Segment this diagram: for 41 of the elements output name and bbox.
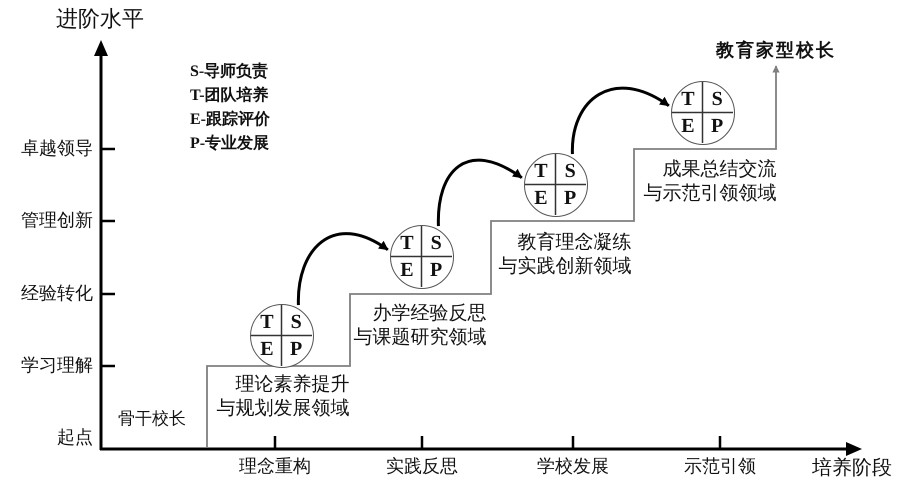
quadrant-letter: P: [711, 116, 724, 136]
quadrant-letter: E: [534, 188, 548, 208]
stage-text: 教育理念凝练与实践创新领域: [498, 231, 632, 279]
tick-label: 起点: [57, 427, 93, 449]
legend-text: E-跟踪评价: [190, 110, 270, 130]
legend-text: T-团队培养: [190, 86, 269, 106]
axis-title: 培养阶段: [812, 456, 892, 480]
quadrant-letter: T: [260, 312, 274, 332]
quadrant-letter: P: [290, 338, 302, 359]
quadrant-letter: T: [534, 161, 548, 182]
tick-label: 学习理解: [21, 355, 93, 377]
quadrant-letter: P: [430, 260, 442, 280]
quadrant-letter: S: [430, 233, 442, 254]
curved-arrow: [570, 86, 670, 154]
quadrant-letter: S: [564, 161, 576, 182]
tick-label: 卓越领导: [21, 138, 93, 160]
staircase-arrow: [206, 65, 780, 448]
tick-label: 示范引领: [684, 456, 756, 478]
tick-label: 管理创新: [21, 210, 93, 232]
curved-arrow: [296, 232, 389, 306]
stage-text: 成果总结交流与示范引领领域: [642, 158, 778, 206]
quadrant-letter: E: [681, 116, 695, 136]
goal-label: 教育家型校长: [716, 40, 836, 62]
legend-text: S-导师负责: [190, 62, 268, 82]
tick-label: 经验转化: [21, 283, 93, 305]
tick-label: 实践反思: [386, 456, 458, 478]
stage-text: 办学经验反思与课题研究领域: [352, 302, 488, 350]
tick-label: 理念重构: [239, 456, 311, 478]
quadrant-letter: T: [400, 233, 414, 254]
curved-arrow: [436, 158, 523, 226]
quadrant-letter: E: [260, 338, 274, 359]
axis-title: 进阶水平: [56, 6, 144, 32]
quadrant-letter: T: [681, 89, 695, 110]
stage-text: 理论素养提升与规划发展领域: [216, 373, 350, 421]
quadrant-letter: E: [400, 260, 414, 280]
start-label: 骨干校长: [118, 409, 186, 430]
tick-label: 学校发展: [537, 456, 609, 478]
quadrant-letter: S: [290, 312, 302, 332]
legend-text: P-专业发展: [190, 134, 270, 154]
quadrant-letter: P: [564, 188, 576, 208]
quadrant-letter: S: [712, 89, 723, 110]
